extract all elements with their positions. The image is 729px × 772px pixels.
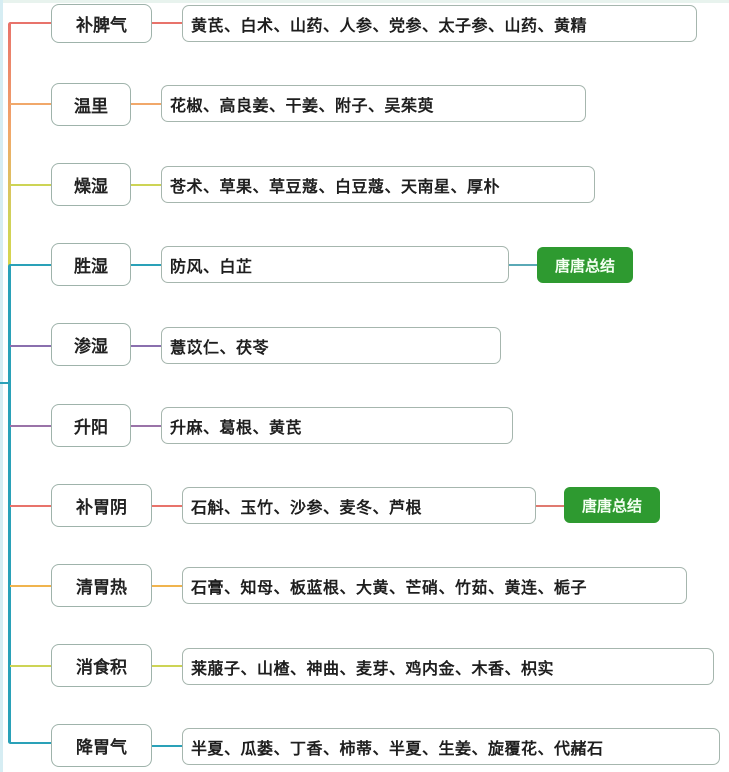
branch-line	[10, 184, 51, 186]
connector-line	[131, 345, 161, 347]
connector-line	[536, 505, 564, 507]
herb-list-text: 苍术、草果、草豆蔻、白豆蔻、天南星、厚朴	[170, 176, 501, 196]
herb-list-text: 石膏、知母、板蓝根、大黄、芒硝、竹茹、黄连、栀子	[191, 577, 588, 597]
herb-list-node[interactable]: 防风、白芷	[161, 246, 509, 283]
herb-list-text: 石斛、玉竹、沙参、麦冬、芦根	[191, 497, 423, 517]
top-border	[0, 0, 729, 3]
category-node-zaoshi[interactable]: 燥湿	[51, 163, 131, 206]
herb-list-text: 防风、白芷	[170, 256, 253, 276]
summary-tag-label: 唐唐总结	[554, 256, 615, 275]
category-node-shengyang[interactable]: 升阳	[51, 404, 131, 447]
herb-list-node[interactable]: 石膏、知母、板蓝根、大黄、芒硝、竹茹、黄连、栀子	[182, 567, 687, 604]
branch-line	[10, 103, 51, 105]
category-label: 升阳	[74, 418, 108, 438]
category-label: 燥湿	[74, 177, 108, 197]
branch-line	[10, 425, 51, 427]
branch-line	[10, 264, 51, 266]
category-label: 渗湿	[74, 337, 108, 357]
connector-line	[131, 264, 161, 266]
category-label: 温里	[74, 97, 108, 117]
connector-line	[131, 425, 161, 427]
category-label: 胜湿	[74, 257, 108, 277]
category-node-shenshi[interactable]: 渗湿	[51, 323, 131, 366]
connector-line	[152, 585, 182, 587]
herb-list-node[interactable]: 半夏、瓜蒌、丁香、柿蒂、半夏、生姜、旋覆花、代赭石	[182, 728, 720, 765]
herb-list-node[interactable]: 薏苡仁、茯苓	[161, 327, 501, 364]
herb-list-node[interactable]: 苍术、草果、草豆蔻、白豆蔻、天南星、厚朴	[161, 166, 595, 203]
herb-list-node[interactable]: 升麻、葛根、黄芪	[161, 407, 513, 444]
summary-tag-label: 唐唐总结	[581, 496, 642, 515]
tree-trunk-upper	[8, 22, 11, 268]
category-node-qingweire[interactable]: 清胃热	[51, 564, 152, 607]
category-node-wenli[interactable]: 温里	[51, 83, 131, 126]
connector-line	[152, 505, 182, 507]
category-label: 补胃阴	[76, 498, 127, 518]
herb-list-text: 莱菔子、山楂、神曲、麦芽、鸡内金、木香、枳实	[191, 658, 555, 678]
category-label: 消食积	[76, 658, 127, 678]
branch-line	[10, 585, 51, 587]
connector-line	[131, 103, 161, 105]
category-node-bupiqi[interactable]: 补脾气	[51, 4, 152, 43]
category-label: 降胃气	[76, 738, 127, 758]
branch-line	[10, 665, 51, 667]
herb-list-text: 黄芪、白术、山药、人参、党参、太子参、山药、黄精	[191, 15, 588, 35]
connector-line	[152, 665, 182, 667]
branch-line	[10, 22, 51, 24]
herb-list-text: 半夏、瓜蒌、丁香、柿蒂、半夏、生姜、旋覆花、代赭石	[191, 738, 604, 758]
connector-line	[509, 264, 537, 266]
herb-list-text: 薏苡仁、茯苓	[170, 337, 270, 357]
herb-list-text: 升麻、葛根、黄芪	[170, 417, 303, 437]
category-node-xiaoshiji[interactable]: 消食积	[51, 644, 152, 687]
category-node-buweiyin[interactable]: 补胃阴	[51, 484, 152, 527]
herb-list-node[interactable]: 黄芪、白术、山药、人参、党参、太子参、山药、黄精	[182, 5, 697, 42]
connector-line	[152, 745, 182, 747]
connector-line	[152, 22, 182, 24]
tree-trunk-lower	[8, 264, 11, 744]
connector-line	[131, 184, 161, 186]
branch-line	[10, 505, 51, 507]
category-label: 清胃热	[76, 578, 127, 598]
summary-tag[interactable]: 唐唐总结	[537, 247, 633, 283]
herb-list-node[interactable]: 花椒、高良姜、干姜、附子、吴茱萸	[161, 85, 586, 122]
branch-line	[10, 742, 51, 744]
left-border	[0, 0, 3, 772]
summary-tag[interactable]: 唐唐总结	[564, 487, 660, 523]
root-connector	[0, 382, 9, 384]
herb-list-text: 花椒、高良姜、干姜、附子、吴茱萸	[170, 95, 435, 115]
category-node-jiangweiqi[interactable]: 降胃气	[51, 724, 152, 767]
category-label: 补脾气	[76, 16, 127, 36]
herb-list-node[interactable]: 莱菔子、山楂、神曲、麦芽、鸡内金、木香、枳实	[182, 648, 714, 685]
branch-line	[10, 345, 51, 347]
category-node-shengshi[interactable]: 胜湿	[51, 243, 131, 286]
herb-list-node[interactable]: 石斛、玉竹、沙参、麦冬、芦根	[182, 487, 536, 524]
